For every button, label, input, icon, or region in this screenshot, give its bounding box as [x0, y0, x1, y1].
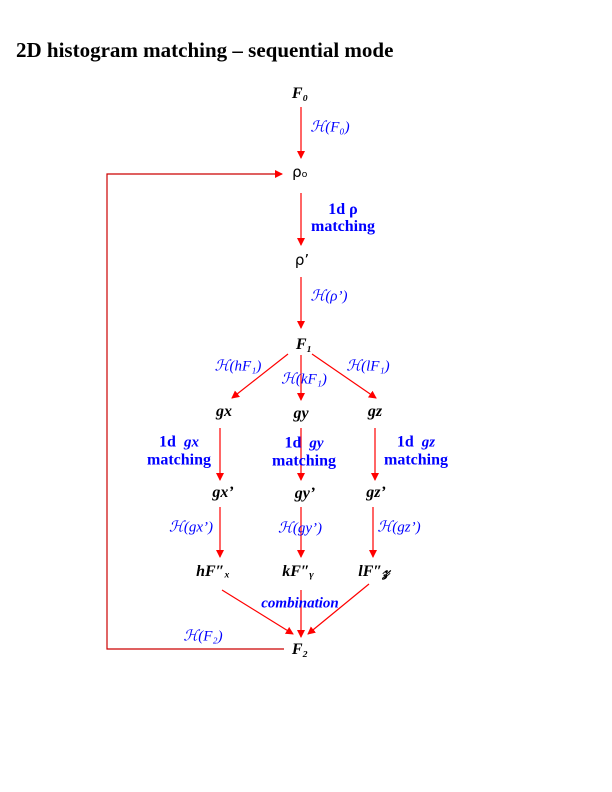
- node-rho0: ρₒ: [292, 163, 308, 181]
- node-gx: gx: [216, 403, 232, 420]
- label-gz-var: gz: [421, 434, 436, 451]
- label-rho-matching-line1: 1d ρ: [328, 201, 358, 218]
- label-gz-matching-word: matching: [384, 451, 448, 469]
- feedback-arrow-F2-rho0: [106, 170, 284, 650]
- node-F1: F₁: [295, 336, 313, 353]
- node-kFy: kF″ᵧ: [282, 563, 314, 580]
- label-gy-matching: 1d gy matching: [272, 435, 336, 470]
- node-gy: gy: [293, 405, 309, 422]
- node-gy-prime: gy’: [294, 485, 316, 502]
- label-H-gy-prime: ℋ(gy’): [278, 520, 322, 537]
- label-rho-matching-line2: matching: [311, 218, 375, 235]
- label-H-F0: ℋ(F₀): [310, 119, 350, 136]
- label-combination: combination: [261, 595, 339, 612]
- label-H-lF1: ℋ(lF₁): [346, 358, 390, 375]
- label-gx-var: gx: [183, 434, 199, 451]
- arrow-lFz-F2: [307, 583, 370, 635]
- label-gx-1d: 1d: [159, 433, 176, 451]
- arrow-F1-gz: [311, 353, 377, 399]
- label-gy-1d: 1d: [284, 434, 302, 452]
- node-F2: F₂: [291, 641, 309, 658]
- label-gx-matching-word: matching: [147, 451, 211, 469]
- label-gy-var: gy: [309, 435, 324, 452]
- label-H-kF1: ℋ(kF₁): [281, 371, 327, 388]
- label-gx-matching: 1d gx matching: [147, 434, 211, 469]
- label-rho-matching: 1d ρ matching: [311, 201, 375, 235]
- arrow-F1-gx: [231, 353, 289, 399]
- label-gz-1d: 1d: [396, 433, 414, 451]
- arrow-hFx-F2: [221, 589, 294, 635]
- node-hFx: hF″ₓ: [196, 563, 230, 580]
- label-gy-matching-word: matching: [272, 452, 336, 470]
- node-gx-prime: gx’: [212, 484, 234, 501]
- label-gz-matching: 1d gz matching: [384, 434, 448, 469]
- node-gz: gz: [367, 403, 383, 420]
- label-H-gz-prime: ℋ(gz’): [377, 519, 421, 536]
- label-H-hF1: ℋ(hF₁): [214, 358, 262, 375]
- label-H-rho-prime: ℋ(ρ’): [310, 288, 348, 305]
- node-rho-prime: ρ’: [294, 251, 310, 269]
- node-lFz: lF″𝓏: [358, 563, 390, 580]
- label-H-F2: ℋ(F₂): [183, 628, 223, 645]
- page-title: 2D histogram matching – sequential mode: [16, 38, 394, 62]
- node-F0: F₀: [291, 85, 309, 102]
- label-H-gx-prime: ℋ(gx’): [169, 519, 213, 536]
- node-gz-prime: gz’: [366, 484, 386, 501]
